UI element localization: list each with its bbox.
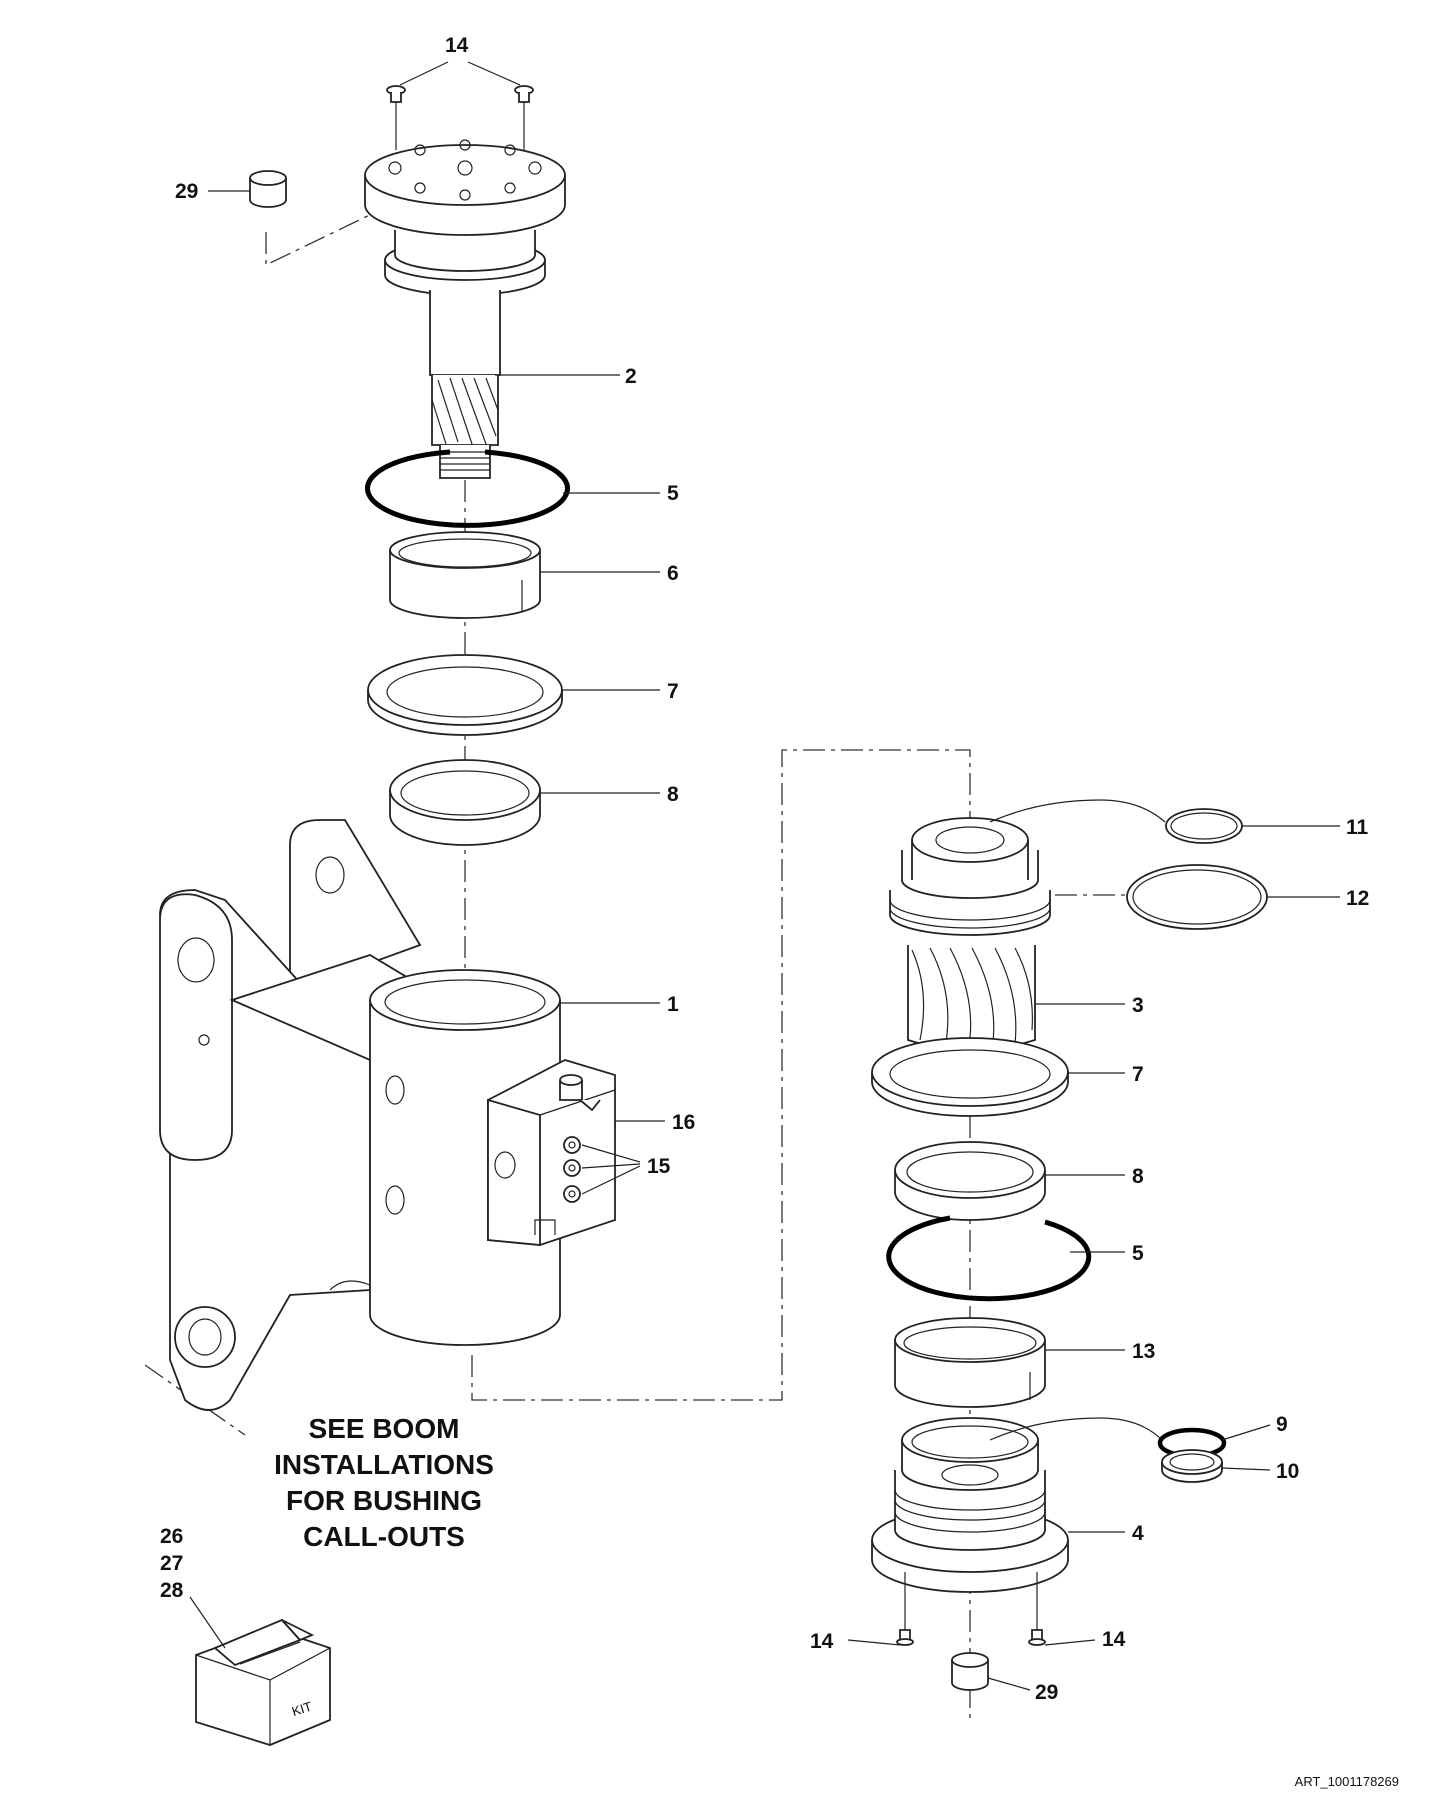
split-ring-part-13 [894,1317,1046,1408]
callout-7-right: 7 [1132,1063,1144,1086]
seal-part-10 [1161,1449,1223,1483]
callout-11: 11 [1346,816,1369,839]
oring-part-5-top [365,449,570,528]
valve-block-part-16 [487,1059,616,1246]
callout-7-top: 7 [667,680,679,703]
callout-29-top: 29 [175,180,198,203]
callout-9: 9 [1276,1413,1288,1436]
screw-part-14-top-left [386,85,406,150]
callout-27: 27 [160,1552,183,1575]
callout-12: 12 [1346,887,1369,910]
callout-4: 4 [1132,1522,1144,1545]
callout-14-bottom-right: 14 [1102,1628,1126,1651]
callout-10: 10 [1276,1460,1299,1483]
callout-13: 13 [1132,1340,1155,1363]
bushing-part-29-bottom [951,1652,989,1691]
callout-26: 26 [160,1525,183,1548]
note-line-3: FOR BUSHING [286,1485,482,1516]
callout-1: 1 [667,993,679,1016]
split-ring-part-6 [389,531,541,619]
callout-5-right: 5 [1132,1242,1144,1265]
note-line-4: CALL-OUTS [303,1521,465,1552]
screw-part-14-top-right [514,85,534,150]
bushing-note: SEE BOOM INSTALLATIONS FOR BUSHING CALL-… [274,1413,494,1552]
callout-2: 2 [625,365,637,388]
base-cap-part-4 [871,1417,1069,1593]
note-line-1: SEE BOOM [309,1413,460,1444]
callout-28: 28 [160,1579,184,1602]
bushing-part-29-top [249,170,287,208]
callout-3: 3 [1132,994,1144,1017]
callout-labels: 14 29 2 5 6 7 8 1 16 15 11 12 3 7 8 5 13… [160,34,1369,1704]
washer-part-7-right [871,1037,1069,1117]
oring-part-5-right [886,1215,1092,1302]
bearing-part-8-right [894,1141,1046,1221]
callout-5-top: 5 [667,482,679,505]
callout-8-top: 8 [667,783,679,806]
shaft-part-2 [364,139,566,479]
ring-part-12 [1126,864,1268,930]
callout-15: 15 [647,1155,671,1178]
screw-part-14-bottom-left [896,1572,914,1646]
pinion-part-3 [889,817,1051,1053]
screw-part-14-bottom-right [1028,1572,1046,1646]
kit-box: KIT [195,1618,331,1746]
callout-14-bottom-left: 14 [810,1630,834,1653]
callout-16: 16 [672,1111,695,1134]
housing-part-1 [159,819,561,1411]
leader-lines [189,61,1340,1691]
callout-14-top: 14 [445,34,469,57]
kit-box-label: KIT [290,1699,314,1720]
bearing-part-8-top [389,759,541,846]
callout-6: 6 [667,562,679,585]
callout-8-right: 8 [1132,1165,1144,1188]
washer-part-7-top [367,654,563,736]
note-line-2: INSTALLATIONS [274,1449,494,1480]
art-id: ART_1001178269 [1295,1774,1399,1789]
ring-part-11 [1165,808,1243,844]
callout-29-bottom: 29 [1035,1681,1058,1704]
